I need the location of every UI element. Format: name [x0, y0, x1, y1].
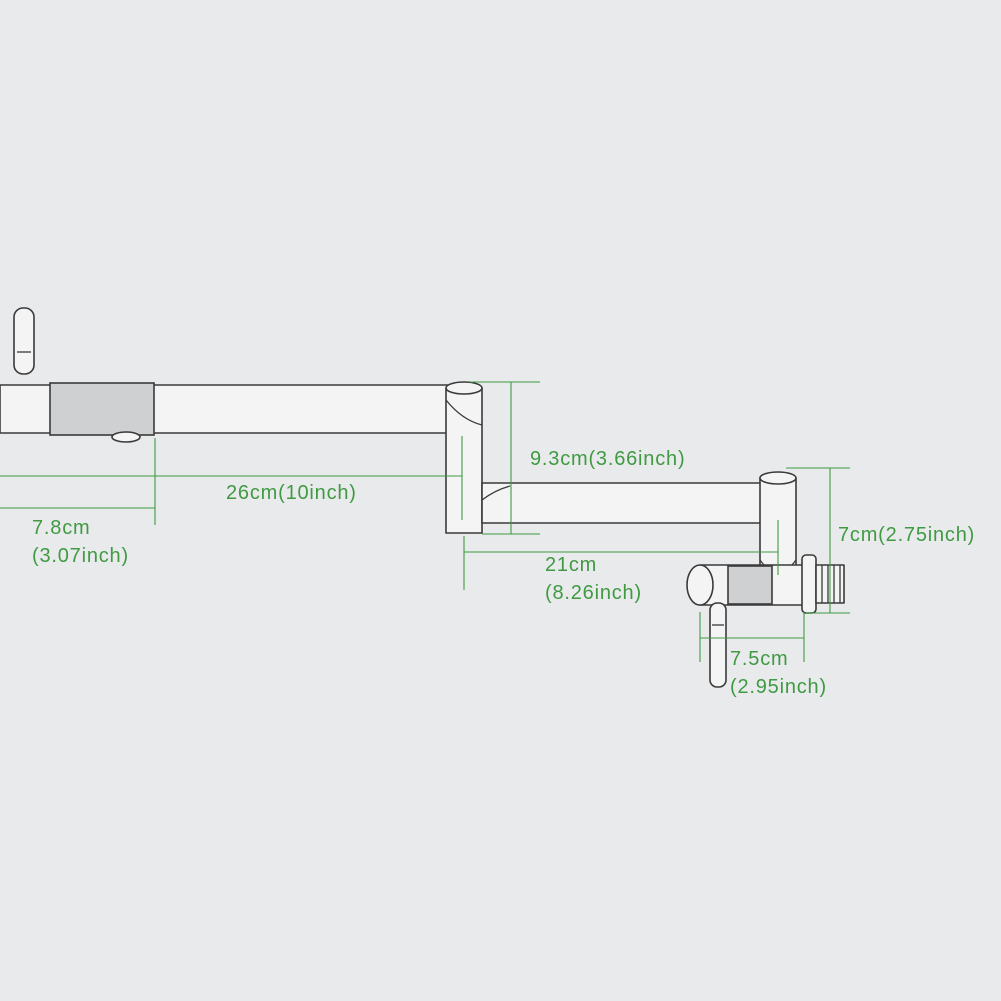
label-aerator-length-in: (3.07inch) — [32, 545, 129, 567]
second-arm — [481, 482, 773, 524]
base-collar — [727, 565, 773, 605]
base-handle — [709, 602, 727, 688]
label-base-height: 7cm(2.75inch) — [838, 524, 976, 546]
label-aerator-length-cm: 7.8cm — [32, 517, 91, 539]
elbow-1-joint — [445, 399, 483, 426]
wall-flange — [801, 554, 817, 614]
second-arm-joint — [481, 485, 511, 501]
elbow-1-top — [445, 381, 483, 395]
label-second-arm-in: (8.26inch) — [545, 582, 642, 604]
base-end-cap — [686, 564, 714, 606]
spout-handle — [13, 307, 35, 375]
aerator-section — [49, 382, 155, 436]
pipe-threads — [821, 565, 841, 603]
label-spout-length: 26cm(10inch) — [226, 482, 357, 504]
label-second-arm-cm: 21cm — [545, 554, 598, 576]
elbow-2-top — [759, 471, 797, 485]
label-base-width-cm: 7.5cm — [730, 648, 789, 670]
label-base-width-in: (2.95inch) — [730, 676, 827, 698]
elbow-1 — [445, 387, 483, 534]
aerator-outlet — [111, 431, 141, 443]
label-elbow-drop: 9.3cm(3.66inch) — [530, 448, 686, 470]
